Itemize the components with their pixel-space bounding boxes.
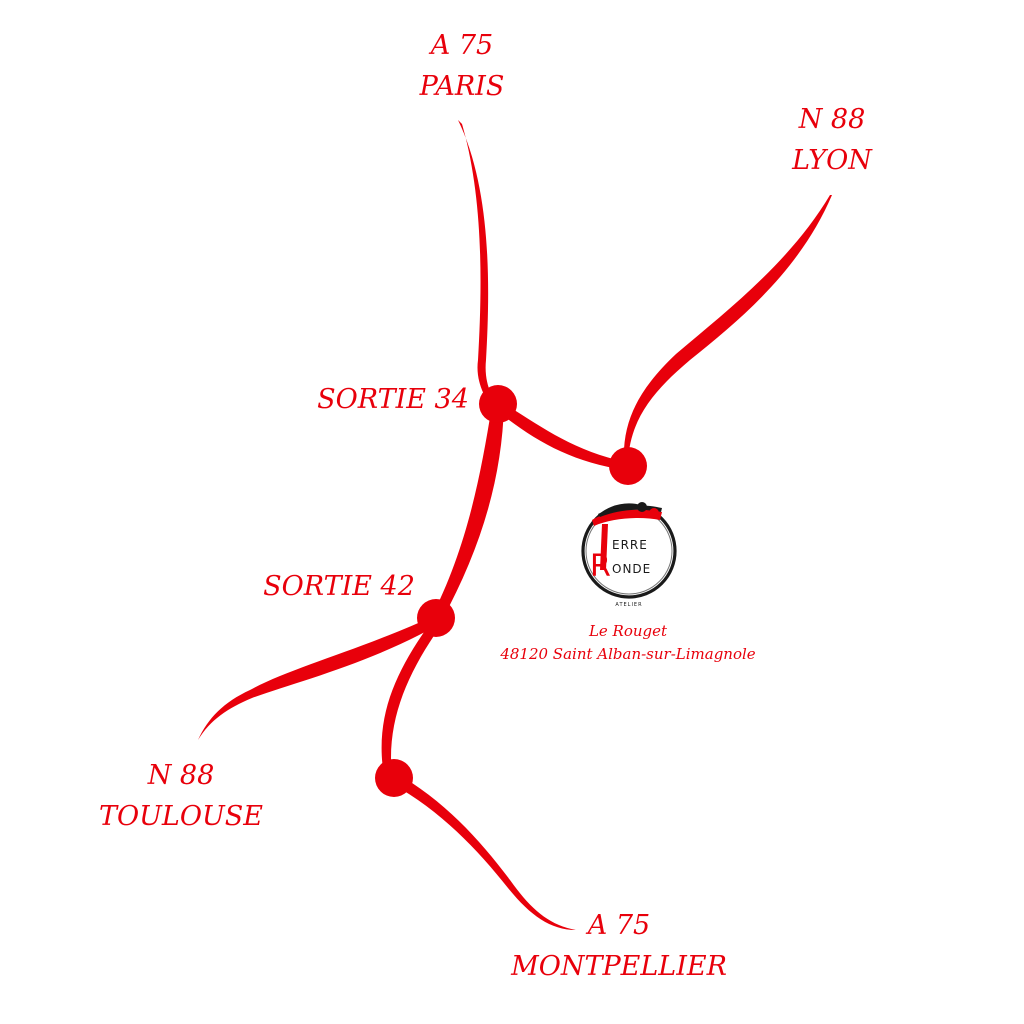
logo-tagline: ATELIER: [615, 602, 642, 608]
label-toulouse: N 88 TOULOUSE: [86, 756, 276, 837]
address-line-1: Le Rouget: [588, 622, 668, 640]
logo-word-ronde: ONDE: [612, 562, 651, 576]
road-a75-middle: [430, 405, 504, 620]
label-sortie-34: SORTIE 34: [317, 384, 469, 415]
atelier-address: Le Rouget 48120 Saint Alban-sur-Limagnol…: [468, 620, 788, 667]
label-lyon-road: N 88: [798, 104, 866, 135]
label-montpellier-city: MONTPELLIER: [511, 950, 727, 982]
label-lyon: N 88 LYON: [772, 100, 892, 181]
label-lyon-city: LYON: [792, 144, 872, 176]
label-paris: A 75 PARIS: [400, 26, 524, 107]
junction-sortie-42: [417, 599, 455, 637]
road-n88-west: [198, 616, 436, 740]
label-paris-road: A 75: [430, 30, 494, 61]
label-paris-city: PARIS: [419, 70, 505, 102]
logo-word-terre: ERRE: [612, 538, 648, 552]
junction-south: [375, 759, 413, 797]
label-montpellier: A 75 MONTPELLIER: [494, 906, 744, 987]
destination-dot: [609, 447, 647, 485]
atelier-logo: R ERRE ONDE ATELIER: [581, 502, 677, 608]
label-montpellier-road: A 75: [587, 910, 651, 941]
road-a75-south-lower: [392, 772, 576, 930]
label-sortie-42: SORTIE 42: [263, 571, 415, 602]
label-toulouse-city: TOULOUSE: [99, 800, 263, 832]
logo-initial-r: R: [590, 549, 611, 584]
label-toulouse-road: N 88: [147, 760, 215, 791]
road-n88-east: [623, 195, 832, 462]
address-line-2: 48120 Saint Alban-sur-Limagnole: [500, 645, 756, 664]
junction-sortie-34: [479, 385, 517, 423]
road-a75-north: [458, 120, 498, 405]
